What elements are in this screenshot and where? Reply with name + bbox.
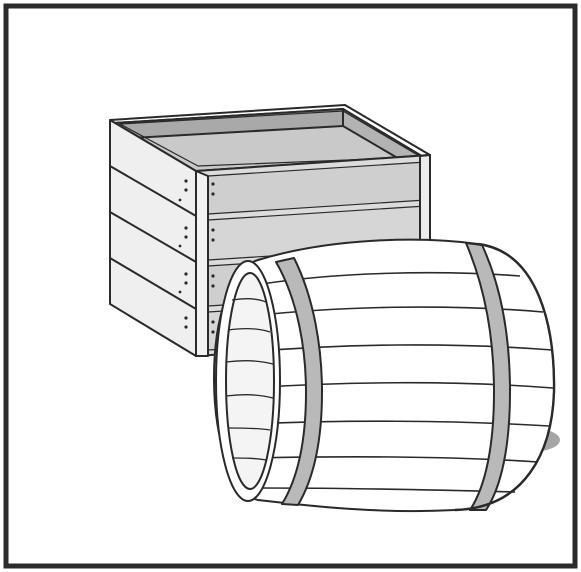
crate-left-plank-line-3: [109, 257, 197, 310]
crate-corner-post: [195, 170, 209, 357]
barrel-hoop-right: [465, 242, 511, 511]
barrel-head-rim: [225, 272, 275, 490]
barrel-right-end-edge: [454, 242, 556, 512]
crate-nails: [178, 179, 215, 334]
wooden-barrel: [213, 238, 560, 513]
crate-left-plank-line-2: [109, 211, 197, 263]
barrel-hoop-left: [275, 257, 323, 506]
crate-left-plank-line-1: [109, 165, 197, 217]
barrel-head-staves: [225, 298, 274, 461]
